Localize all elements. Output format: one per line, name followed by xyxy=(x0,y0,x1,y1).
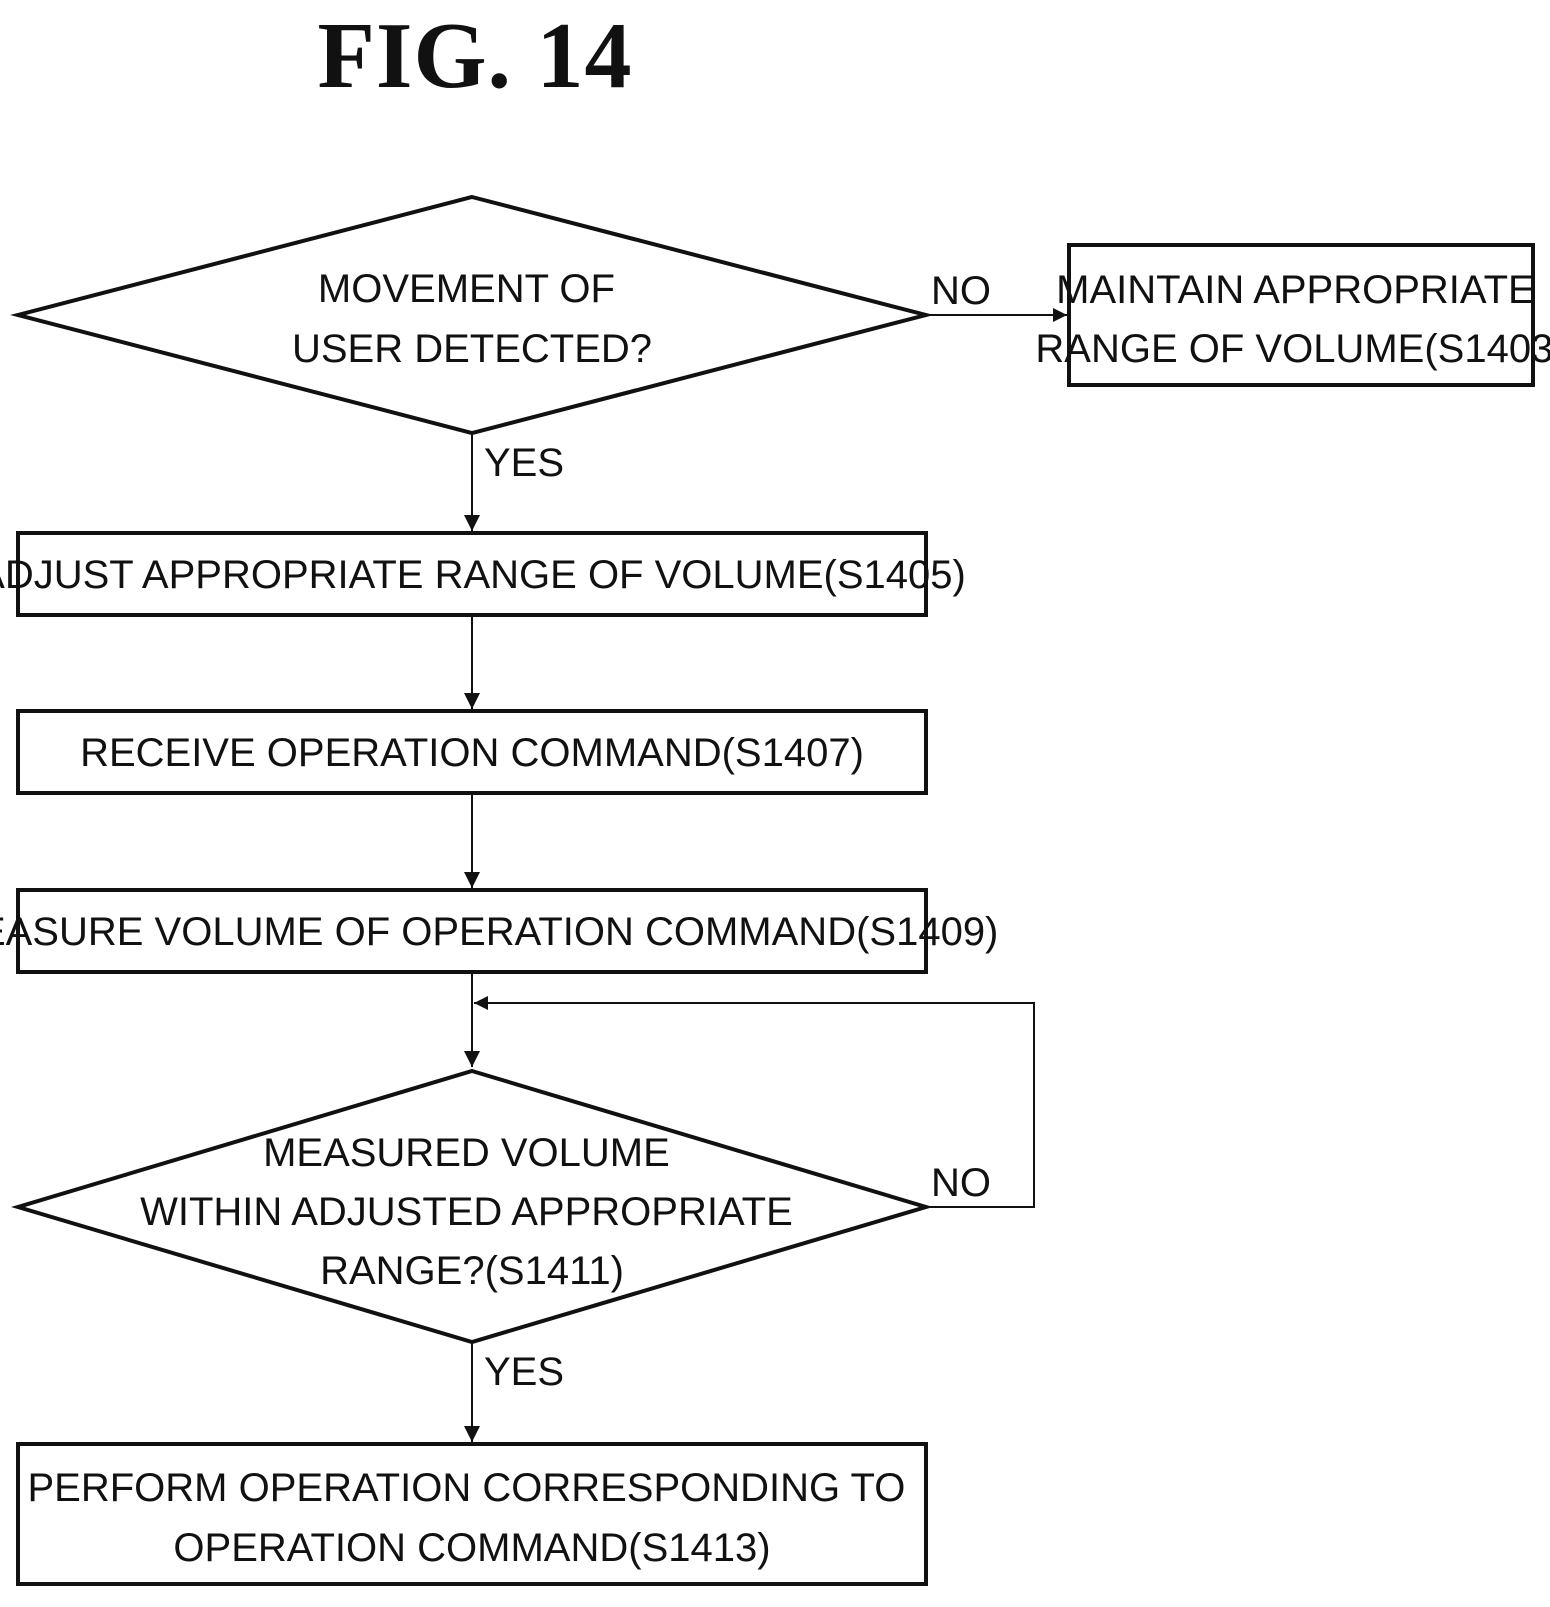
process-s1405-line: ADJUST APPROPRIATE RANGE OF VOLUME(S1405… xyxy=(0,553,966,597)
decision-s1411-line: MEASURED VOLUME xyxy=(263,1131,670,1175)
process-s1407-text: RECEIVE OPERATION COMMAND(S1407) xyxy=(80,731,864,775)
process-s1403-line: RANGE OF VOLUME(S1403) xyxy=(1035,327,1550,371)
edge-label-s1411-no: NO xyxy=(931,1161,991,1205)
process-s1407-line: RECEIVE OPERATION COMMAND(S1407) xyxy=(80,731,864,775)
decision-s1411-line: RANGE?(S1411) xyxy=(320,1249,624,1293)
decision-movement-line: MOVEMENT OF xyxy=(318,267,615,311)
process-s1403-line: MAINTAIN APPROPRIATE xyxy=(1056,268,1535,312)
decision-movement-line: USER DETECTED? xyxy=(292,327,652,371)
edge-label-s1411-yes: YES xyxy=(484,1350,564,1394)
decision-s1411-line: WITHIN ADJUSTED APPROPRIATE xyxy=(140,1190,793,1234)
decision-movement-diamond xyxy=(18,197,926,433)
process-s1413-line: PERFORM OPERATION CORRESPONDING TO xyxy=(28,1466,906,1510)
edge-label-movement-no: NO xyxy=(931,269,991,313)
process-s1405-text: ADJUST APPROPRIATE RANGE OF VOLUME(S1405… xyxy=(0,553,966,597)
process-s1409-line: MEASURE VOLUME OF OPERATION COMMAND(S140… xyxy=(0,910,998,954)
process-s1409-text: MEASURE VOLUME OF OPERATION COMMAND(S140… xyxy=(0,910,998,954)
edge-label-movement-yes: YES xyxy=(484,441,564,485)
process-s1413-line: OPERATION COMMAND(S1413) xyxy=(173,1526,770,1570)
